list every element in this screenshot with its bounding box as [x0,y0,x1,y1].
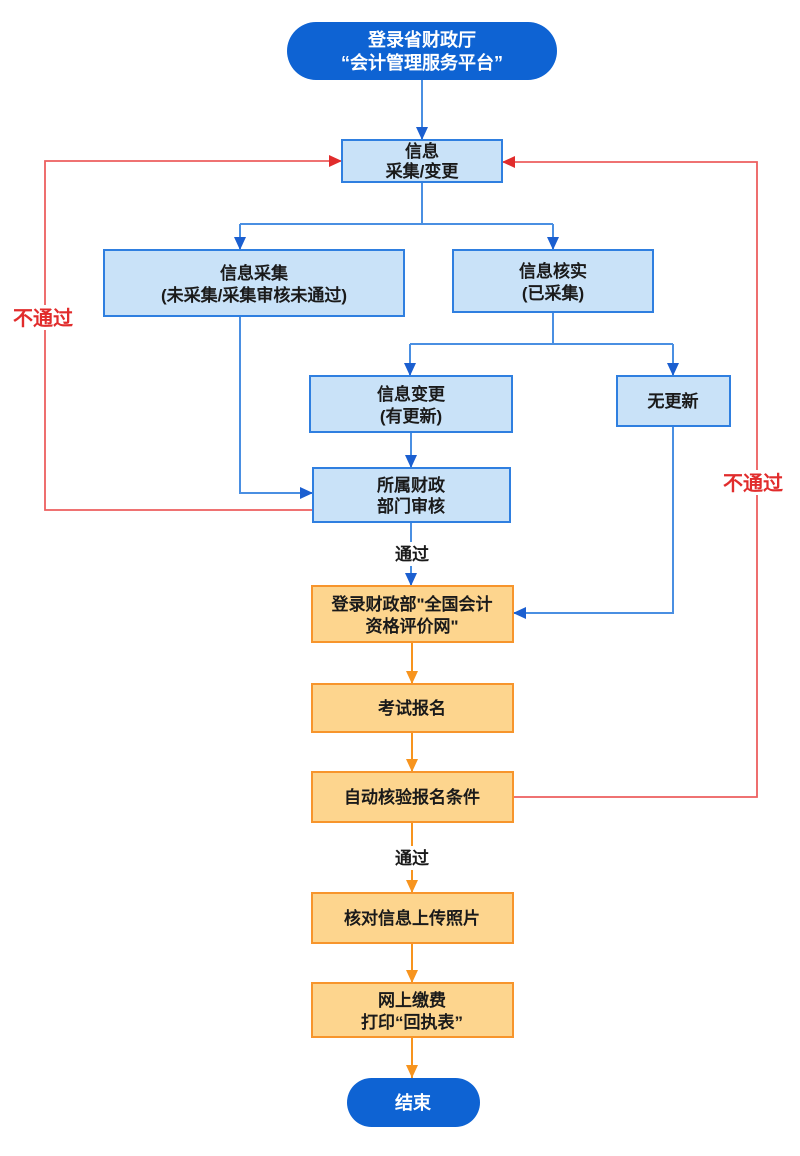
fail-left-label-bg [10,305,76,330]
fail-left-label: 不通过 [13,307,73,330]
edge-fail-left-loop [44,155,342,511]
no-update-box [616,375,731,427]
node-online-payment-print-receipt: 网上缴费 打印“回执表” [311,982,514,1038]
end-pill [347,1078,480,1127]
login-national-box [311,585,514,643]
node-exam-registration: 考试报名 [311,683,514,733]
finance-review-line-1: 所属财政 [377,475,446,495]
fail-right-label-bg [720,470,786,495]
pay-print-line-1: 网上缴费 [378,990,446,1010]
login-national-line-1: 登录财政部"全国会计 [330,594,492,614]
info-collect-change-line-2: 采集/变更 [385,161,460,181]
info-collect-change-box [341,139,503,183]
fail-right-label: 不通过 [723,472,783,495]
info-verification-line-2: (已采集) [522,283,584,303]
pay-print-box [311,982,514,1038]
node-info-collect-change: 信息 采集/变更 [341,139,503,183]
info-collection-line-2: (未采集/采集审核未通过) [161,285,347,305]
info-collection-box [103,249,405,317]
info-collection-line-1: 信息采集 [220,263,289,283]
verify-upload-box [311,892,514,944]
node-info-collection: 信息采集 (未采集/采集审核未通过) [103,249,405,317]
end-line-1: 结束 [395,1092,432,1113]
node-login-provincial-platform: 登录省财政厅 “会计管理服务平台” [287,22,557,80]
auto-check-line-1: 自动核验报名条件 [344,787,480,807]
edges [44,80,758,1078]
finance-review-line-2: 部门审核 [377,496,445,516]
start-pill [287,22,557,80]
info-change-box [309,375,513,433]
info-change-line-1: 信息变更 [377,384,446,404]
finance-review-box [312,467,511,523]
info-verification-line-1: 信息核实 [519,261,587,281]
exam-registration-box [311,683,514,733]
info-verification-box [452,249,654,313]
pass-1-label-bg [391,542,433,566]
auto-check-box [311,771,514,823]
verify-upload-line-1: 核对信息上传照片 [344,908,480,928]
node-auto-check-conditions: 自动核验报名条件 [311,771,514,823]
node-info-verification: 信息核实 (已采集) [452,249,654,313]
no-update-line-1: 无更新 [647,391,699,411]
start-line-1: 登录省财政厅 [367,29,476,50]
edge-labels: 通过 通过 不通过 不通过 [10,305,786,870]
edge-collection-to-review [239,316,313,499]
node-end: 结束 [347,1078,480,1127]
login-national-line-2: 资格评价网" [365,616,458,636]
node-verify-info-upload-photo: 核对信息上传照片 [311,892,514,944]
edge-no-update-to-national [513,426,674,619]
node-info-change: 信息变更 (有更新) [309,375,513,433]
exam-registration-line-1: 考试报名 [377,698,446,718]
pay-print-line-2: 打印“回执表” [361,1012,463,1032]
node-no-update: 无更新 [616,375,731,427]
info-collect-change-line-1: 信息 [405,141,439,161]
start-line-2: “会计管理服务平台” [341,52,503,73]
node-finance-dept-review: 所属财政 部门审核 [312,467,511,523]
pass-1-label: 通过 [395,545,429,564]
node-login-national-site: 登录财政部"全国会计 资格评价网" [311,585,514,643]
info-change-line-2: (有更新) [380,406,442,426]
pass-2-label: 通过 [395,849,429,868]
pass-2-label-bg [391,846,433,870]
